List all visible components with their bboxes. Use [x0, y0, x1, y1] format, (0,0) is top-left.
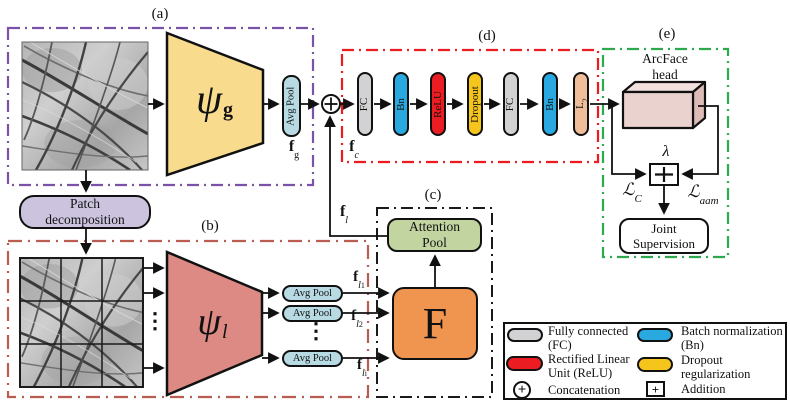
feature-fli-label: fli [356, 357, 367, 379]
block-l2-norm: L2 [573, 72, 590, 136]
global-encoder-trapezoid [165, 31, 265, 177]
local-avgpool-pill-1: Avg Pool [282, 285, 343, 302]
local-avgpool-pill-2: Avg Pool [282, 305, 343, 322]
section-c-border [376, 207, 493, 398]
section-c-label: (c) [424, 187, 442, 203]
section-d-border [340, 48, 600, 164]
joint-supervision-box: Joint Supervision [619, 218, 709, 254]
patch-grid-lines [19, 257, 144, 388]
line-attention-to-concat [324, 115, 387, 237]
loss-aam-label: ℒaam [687, 182, 719, 208]
block-bn-1: Bn [393, 72, 409, 136]
fusion-box: F [392, 287, 478, 360]
legend-label-bn: Batch normalization (Bn) [681, 324, 783, 352]
connectors [80, 98, 719, 374]
section-d-label: (d) [478, 28, 496, 44]
grid-arrows-ellipsis: ⋮ [144, 308, 166, 333]
section-a-border [6, 26, 315, 187]
block-fc-2: FC [503, 72, 519, 136]
avgpool-ellipsis: ⋮ [305, 318, 327, 343]
loss-center-label: ℒC [622, 180, 642, 206]
input-image-border [21, 41, 149, 171]
section-b-border [6, 239, 370, 399]
arcface-head-label: ArcFace head [642, 51, 688, 82]
legend-swatch-bn [637, 328, 673, 342]
patch-grid-image [20, 258, 143, 387]
legend-concatenation-icon: + [513, 381, 531, 399]
concatenation-icon [321, 94, 341, 114]
feature-fl-label: fl [339, 203, 349, 227]
section-a-label: (a) [151, 6, 169, 22]
addition-icon [649, 163, 679, 186]
legend-label-fc: Fully connected (FC) [548, 324, 629, 352]
legend-swatch-relu [506, 356, 543, 371]
legend-label-addition: Addition [681, 382, 726, 396]
legend-addition-icon: + [646, 381, 665, 397]
section-e-border [601, 47, 730, 259]
legend-label-relu: Rectified Linear Unit (ReLU) [548, 352, 630, 380]
local-encoder-trapezoid [165, 250, 264, 397]
block-fc-1: FC [357, 72, 373, 136]
block-dropout: Dropout [467, 72, 483, 136]
legend-label-concatenation: Concatenation [548, 383, 621, 397]
section-e-label: (e) [658, 26, 676, 42]
block-bn-2: Bn [542, 72, 558, 136]
legend-swatch-fc [507, 328, 543, 342]
section-b-label: (b) [201, 218, 219, 234]
input-image [22, 42, 148, 170]
legend-swatch-dropout [637, 357, 673, 372]
legend-label-dropout: Dropout regularization [681, 353, 751, 381]
feature-fc-label: fc [349, 138, 359, 162]
arcface-head-box [621, 80, 707, 130]
line-left-to-addition [611, 104, 647, 180]
attention-pool-box: Attention Pool [387, 218, 482, 252]
line-arcface-to-addition [681, 105, 719, 180]
block-relu: ReLU [430, 72, 446, 136]
feature-fg-label: fg [288, 138, 300, 162]
lambda-label: λ [662, 143, 670, 160]
local-avgpool-pill-3: Avg Pool [282, 350, 343, 367]
global-avgpool-pill: Avg Pool [282, 75, 301, 137]
feature-fl1-label: fl1 [353, 269, 365, 291]
feature-fl2-label: fl2 [351, 308, 363, 330]
patch-decomposition-box: Patch decomposition [19, 195, 151, 229]
